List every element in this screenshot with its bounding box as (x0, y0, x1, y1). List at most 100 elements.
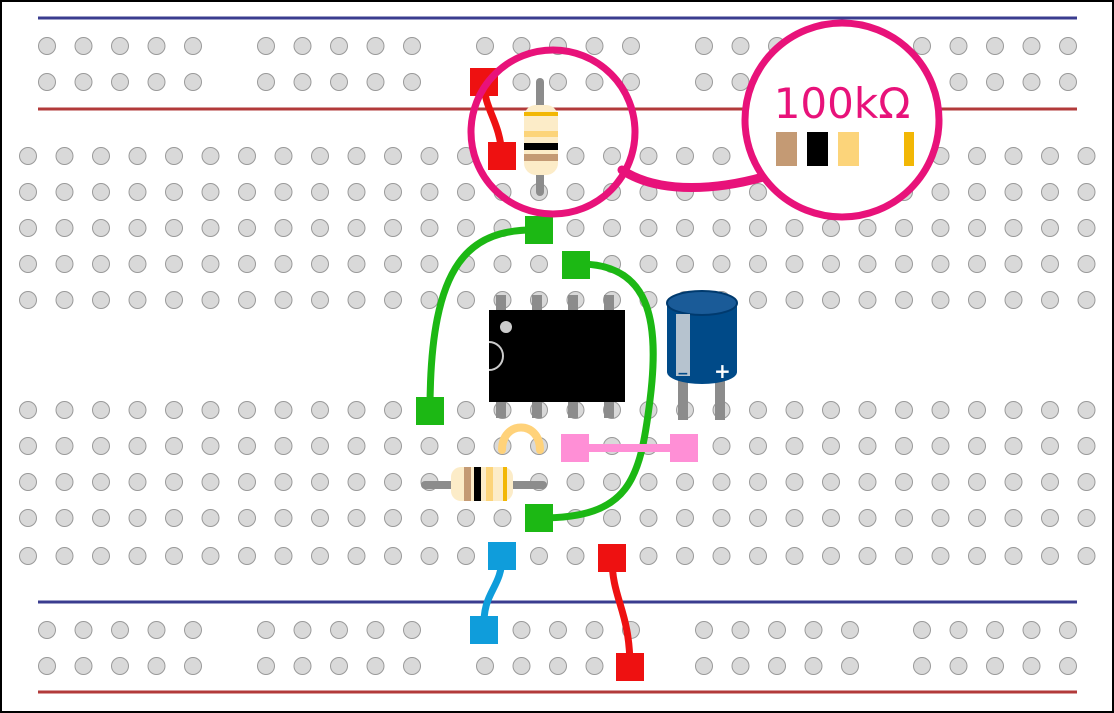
pink-jumper[interactable] (561, 434, 698, 462)
breadboard-hole[interactable] (238, 219, 256, 237)
breadboard-hole[interactable] (384, 147, 402, 165)
breadboard-hole[interactable] (420, 255, 439, 273)
breadboard-hole[interactable] (147, 73, 166, 91)
breadboard-hole[interactable] (858, 509, 877, 527)
breadboard-hole[interactable] (603, 509, 621, 527)
breadboard-hole[interactable] (1022, 73, 1041, 91)
breadboard-hole[interactable] (420, 547, 439, 565)
breadboard-hole[interactable] (749, 509, 767, 527)
breadboard-hole[interactable] (19, 437, 37, 455)
breadboard-hole[interactable] (622, 73, 640, 91)
breadboard-hole[interactable] (1077, 183, 1096, 201)
breadboard-hole[interactable] (749, 255, 767, 273)
breadboard-hole[interactable] (257, 37, 275, 55)
breadboard-hole[interactable] (639, 473, 658, 491)
breadboard-hole[interactable] (1004, 183, 1023, 201)
breadboard-hole[interactable] (128, 401, 147, 419)
breadboard-hole[interactable] (895, 547, 913, 565)
breadboard-hole[interactable] (311, 291, 329, 309)
breadboard-hole[interactable] (201, 219, 220, 237)
breadboard-hole[interactable] (128, 473, 147, 491)
breadboard-hole[interactable] (695, 657, 713, 675)
breadboard-hole[interactable] (111, 37, 129, 55)
breadboard-hole[interactable] (1077, 437, 1096, 455)
breadboard-hole[interactable] (968, 473, 986, 491)
breadboard-hole[interactable] (785, 509, 804, 527)
breadboard-hole[interactable] (639, 547, 658, 565)
breadboard-hole[interactable] (512, 621, 531, 639)
breadboard-hole[interactable] (804, 657, 823, 675)
breadboard-hole[interactable] (931, 291, 950, 309)
breadboard-hole[interactable] (841, 657, 859, 675)
breadboard-hole[interactable] (895, 401, 913, 419)
breadboard-hole[interactable] (804, 621, 823, 639)
green-wire-left-end-bottom[interactable] (416, 397, 444, 425)
breadboard-hole[interactable] (1004, 437, 1023, 455)
breadboard-hole[interactable] (92, 183, 110, 201)
breadboard-hole[interactable] (931, 437, 950, 455)
breadboard-hole[interactable] (201, 255, 220, 273)
breadboard-hole[interactable] (238, 437, 256, 455)
bottom-resistor[interactable] (421, 467, 547, 501)
breadboard-hole[interactable] (55, 255, 74, 273)
breadboard-hole[interactable] (311, 147, 329, 165)
breadboard-hole[interactable] (384, 255, 402, 273)
breadboard-hole[interactable] (949, 73, 968, 91)
breadboard-hole[interactable] (712, 147, 731, 165)
breadboard-hole[interactable] (293, 37, 312, 55)
breadboard-hole[interactable] (768, 657, 786, 675)
breadboard-hole[interactable] (822, 437, 840, 455)
breadboard-hole[interactable] (1041, 147, 1059, 165)
breadboard-hole[interactable] (603, 219, 621, 237)
breadboard-hole[interactable] (549, 73, 567, 91)
breadboard-hole[interactable] (695, 73, 713, 91)
breadboard-hole[interactable] (749, 473, 767, 491)
breadboard-hole[interactable] (1059, 73, 1077, 91)
breadboard-hole[interactable] (1004, 291, 1023, 309)
breadboard-hole[interactable] (785, 255, 804, 273)
breadboard-hole[interactable] (366, 37, 385, 55)
breadboard-hole[interactable] (420, 509, 439, 527)
breadboard-hole[interactable] (1041, 401, 1059, 419)
breadboard-hole[interactable] (238, 183, 256, 201)
breadboard-hole[interactable] (128, 437, 147, 455)
breadboard-hole[interactable] (1041, 437, 1059, 455)
breadboard-hole[interactable] (366, 621, 385, 639)
breadboard-hole[interactable] (384, 509, 402, 527)
blue-wire-end-bottom[interactable] (470, 616, 498, 644)
breadboard-hole[interactable] (895, 509, 913, 527)
breadboard-hole[interactable] (986, 73, 1004, 91)
breadboard-hole[interactable] (347, 147, 366, 165)
breadboard-hole[interactable] (128, 509, 147, 527)
breadboard-hole[interactable] (55, 183, 74, 201)
breadboard-hole[interactable] (165, 219, 183, 237)
breadboard-hole[interactable] (749, 219, 767, 237)
breadboard-hole[interactable] (749, 437, 767, 455)
breadboard-hole[interactable] (201, 473, 220, 491)
breadboard-hole[interactable] (111, 73, 129, 91)
breadboard-hole[interactable] (311, 183, 329, 201)
breadboard-hole[interactable] (1004, 509, 1023, 527)
breadboard-hole[interactable] (1077, 291, 1096, 309)
breadboard-hole[interactable] (55, 401, 74, 419)
breadboard-hole[interactable] (55, 437, 74, 455)
breadboard-hole[interactable] (165, 255, 183, 273)
breadboard-hole[interactable] (457, 509, 475, 527)
breadboard-hole[interactable] (768, 621, 786, 639)
breadboard-hole[interactable] (330, 37, 348, 55)
breadboard-hole[interactable] (311, 401, 329, 419)
breadboard-hole[interactable] (330, 657, 348, 675)
breadboard-hole[interactable] (695, 621, 713, 639)
breadboard-hole[interactable] (38, 657, 56, 675)
breadboard-hole[interactable] (257, 73, 275, 91)
breadboard-hole[interactable] (55, 291, 74, 309)
breadboard-hole[interactable] (785, 291, 804, 309)
breadboard-hole[interactable] (274, 255, 293, 273)
breadboard-hole[interactable] (712, 547, 731, 565)
breadboard-hole[interactable] (111, 657, 129, 675)
breadboard-hole[interactable] (731, 621, 750, 639)
breadboard-hole[interactable] (311, 473, 329, 491)
breadboard-hole[interactable] (19, 509, 37, 527)
breadboard-hole[interactable] (311, 219, 329, 237)
breadboard-hole[interactable] (1041, 255, 1059, 273)
